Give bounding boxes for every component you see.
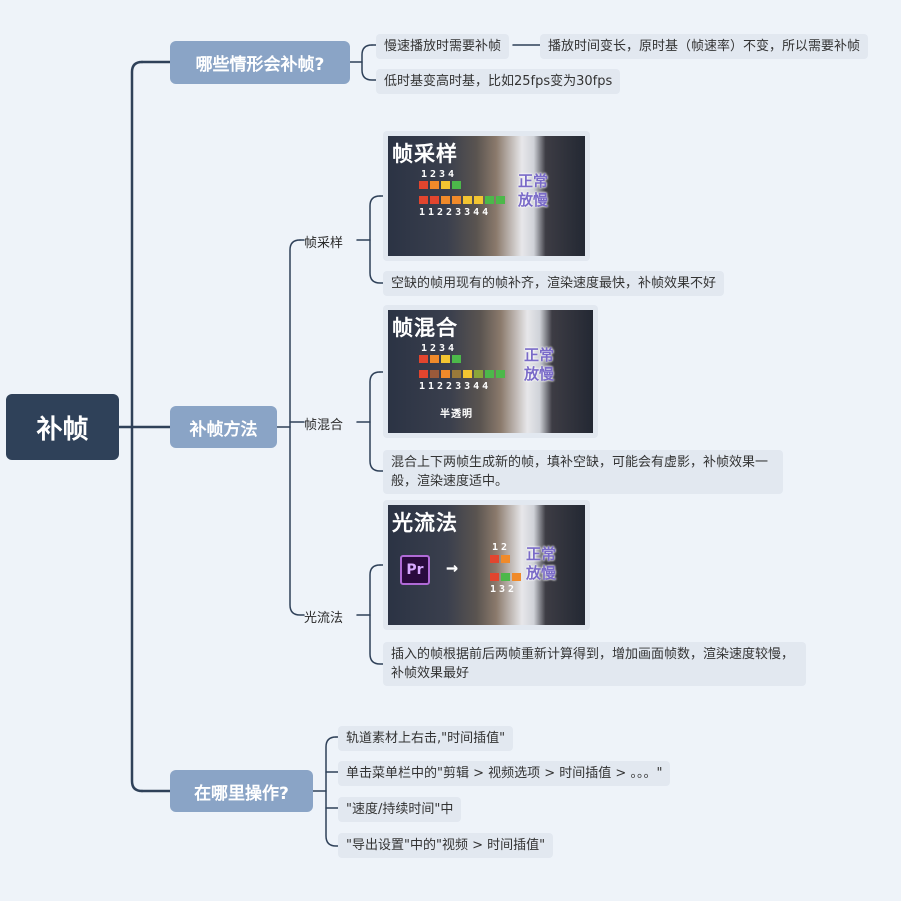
premiere-pro-icon: Pr — [400, 555, 430, 585]
method-optical-flow[interactable]: 光流法 — [304, 611, 344, 626]
frame-square — [452, 355, 461, 363]
frame-square — [474, 196, 483, 204]
frame-square — [419, 370, 428, 378]
topic-where[interactable]: 在哪里操作? — [170, 770, 313, 812]
frame-square — [430, 355, 439, 363]
frame-square — [501, 573, 510, 581]
frame-square — [463, 370, 472, 378]
frame-sampling-thumbnail: 帧采样 1234 11223344 正常 放慢 — [388, 136, 585, 256]
bottom-digits: 11223344 — [419, 207, 492, 218]
overlay-slow: 放慢 — [526, 564, 557, 582]
frame-square — [419, 181, 428, 189]
when-item-slow-playback-detail[interactable]: 播放时间变长，原时基（帧速率）不变，所以需要补帧 — [540, 34, 869, 59]
frame-square — [430, 196, 439, 204]
frame-square — [490, 555, 499, 563]
thumb-title: 帧采样 — [392, 142, 458, 166]
frame-square — [430, 370, 439, 378]
top-digits: 1234 — [421, 343, 458, 354]
frame-square — [485, 196, 494, 204]
frame-blending-thumbnail: 帧混合 1234 11223344 半透明 正常 放慢 — [388, 310, 593, 433]
where-item-export-settings[interactable]: "导出设置"中的"视频 > 时间插值" — [338, 833, 554, 858]
thumb-title: 光流法 — [392, 511, 458, 535]
topic-when[interactable]: 哪些情形会补帧? — [170, 41, 350, 84]
method-frame-sampling[interactable]: 帧采样 — [304, 236, 344, 251]
overlay-slow: 放慢 — [518, 191, 549, 209]
overlay-normal: 正常 — [526, 545, 557, 563]
frame-square — [430, 181, 439, 189]
overlay-slow: 放慢 — [524, 365, 555, 383]
overlay-normal: 正常 — [524, 346, 555, 364]
frame-blending-desc[interactable]: 混合上下两帧生成新的帧，填补空缺，可能会有虚影，补帧效果一般，渲染速度适中。 — [383, 450, 783, 494]
frame-square — [463, 196, 472, 204]
frame-square — [419, 196, 428, 204]
frame-sampling-desc[interactable]: 空缺的帧用现有的帧补齐，渲染速度最快，补帧效果不好 — [383, 271, 725, 296]
frame-square — [452, 370, 461, 378]
frame-square — [452, 181, 461, 189]
frame-sampling-image: 帧采样 1234 11223344 正常 放慢 — [383, 131, 590, 261]
top-digits: 1234 — [421, 169, 458, 180]
frame-square — [441, 196, 450, 204]
when-item-slow-playback[interactable]: 慢速播放时需要补帧 — [376, 34, 510, 59]
where-item-menu[interactable]: 单击菜单栏中的"剪辑 > 视频选项 > 时间插值 > 。。。" — [338, 761, 671, 786]
frame-square — [490, 573, 499, 581]
topic-methods[interactable]: 补帧方法 — [170, 406, 277, 448]
frame-square — [452, 196, 461, 204]
top-digits: 12 — [492, 542, 511, 553]
bottom-digits: 132 — [490, 584, 518, 595]
root-topic[interactable]: 补帧 — [6, 394, 119, 460]
overlay-normal: 正常 — [518, 172, 549, 190]
frame-square — [512, 573, 521, 581]
annotation-translucent: 半透明 — [440, 409, 473, 420]
frame-square — [441, 370, 450, 378]
frame-square — [441, 181, 450, 189]
optical-flow-desc[interactable]: 插入的帧根据前后两帧重新计算得到，增加画面帧数，渲染速度较慢，补帧效果最好 — [383, 642, 806, 686]
frame-square — [496, 370, 505, 378]
frame-square — [485, 370, 494, 378]
frame-square — [419, 355, 428, 363]
method-frame-blending[interactable]: 帧混合 — [304, 418, 344, 433]
when-item-framerate-change[interactable]: 低时基变高时基，比如25fps变为30fps — [376, 69, 621, 94]
frame-square — [474, 370, 483, 378]
optical-flow-image: 光流法 Pr → 12 132 正常 放慢 — [383, 500, 590, 630]
frame-square — [501, 555, 510, 563]
bottom-digits: 11223344 — [419, 381, 492, 392]
where-item-right-click[interactable]: 轨道素材上右击,"时间插值" — [338, 726, 514, 751]
arrow-right-icon: → — [446, 555, 459, 579]
frame-blending-image: 帧混合 1234 11223344 半透明 正常 放慢 — [383, 305, 598, 438]
frame-square — [441, 355, 450, 363]
frame-square — [496, 196, 505, 204]
optical-flow-thumbnail: 光流法 Pr → 12 132 正常 放慢 — [388, 505, 585, 625]
thumb-title: 帧混合 — [392, 316, 458, 340]
where-item-speed-duration[interactable]: "速度/持续时间"中 — [338, 797, 462, 822]
